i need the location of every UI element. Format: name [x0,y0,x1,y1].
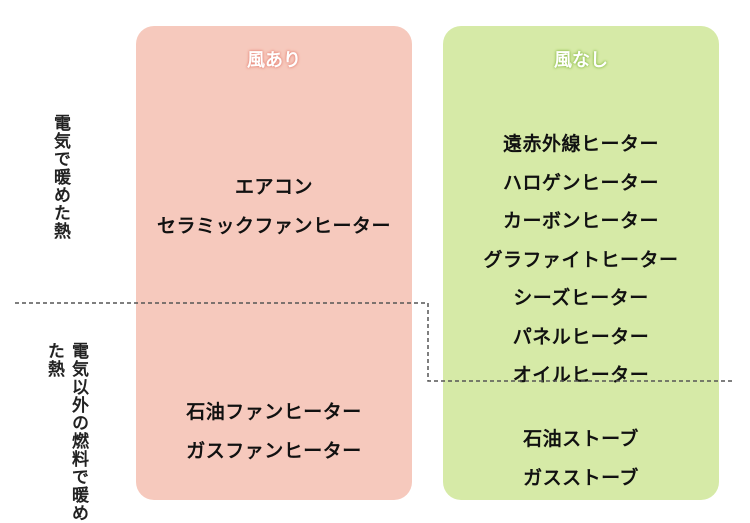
list-item: ハロゲンヒーター [502,171,659,194]
list-item: グラファイトヒーター [483,248,679,271]
list-item: ガスファンヒーター [186,439,362,462]
list-nowind-fuel: 石油ストーブ ガスストーブ [443,420,719,497]
row-label-electric: 電気で暖めた熱 [50,114,70,240]
list-item: 遠赤外線ヒーター [502,133,659,155]
list-item: パネルヒーター [512,325,650,348]
list-item: 石油ファンヒーター [186,401,362,423]
panel-title-without-wind: 風なし [554,50,608,71]
list-wind-fuel: 石油ファンヒーター ガスファンヒーター [136,393,412,470]
list-item: セラミックファンヒーター [156,214,391,237]
list-nowind-electric: 遠赤外線ヒーター ハロゲンヒーター カーボンヒーター グラファイトヒーター シー… [443,125,719,395]
row-label-fuel: 電気以外の燃料で暖めた熱 [44,342,88,522]
list-item: エアコン [234,176,313,198]
list-item: カーボンヒーター [502,210,659,232]
panel-without-wind: 風なし 遠赤外線ヒーター ハロゲンヒーター カーボンヒーター グラファイトヒータ… [443,26,719,500]
panel-with-wind: 風あり エアコン セラミックファンヒーター 石油ファンヒーター ガスファンヒータ… [136,26,412,500]
list-wind-electric: エアコン セラミックファンヒーター [136,168,412,245]
list-item: 石油ストーブ [523,428,639,450]
panel-title-with-wind: 風あり [247,50,301,71]
list-item: シーズヒーター [513,287,649,309]
list-item: ガスストーブ [523,466,639,489]
